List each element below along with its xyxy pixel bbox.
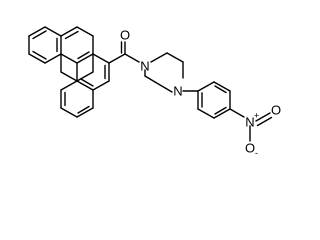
nitro-oxygen-bottom-label: O <box>245 141 255 156</box>
carbonyl-group <box>108 41 140 64</box>
anthracene-left-ring <box>28 26 62 64</box>
anthracene-lower-rings <box>60 53 110 118</box>
molecule-structure: O N N N + O O - <box>28 26 281 158</box>
nitro-group <box>229 108 273 142</box>
piperazine-ring <box>144 52 184 93</box>
nitro-oxygen-top-label: O <box>271 103 281 118</box>
anthracene-middle-ring <box>60 26 94 64</box>
nitro-nitrogen-label: N <box>245 115 254 130</box>
anthracene-bottom-ring <box>60 53 94 82</box>
structure-canvas: O N N N + O O - <box>28 26 282 158</box>
carbonyl-oxygen-label: O <box>120 28 130 43</box>
piperazine-n4-label: N <box>173 84 182 99</box>
nitro-oxygen-bottom-charge: - <box>255 148 258 158</box>
piperazine-n1-label: N <box>140 59 149 74</box>
nitrophenyl-ring <box>197 81 231 119</box>
nitro-nitrogen-charge: + <box>254 111 259 121</box>
